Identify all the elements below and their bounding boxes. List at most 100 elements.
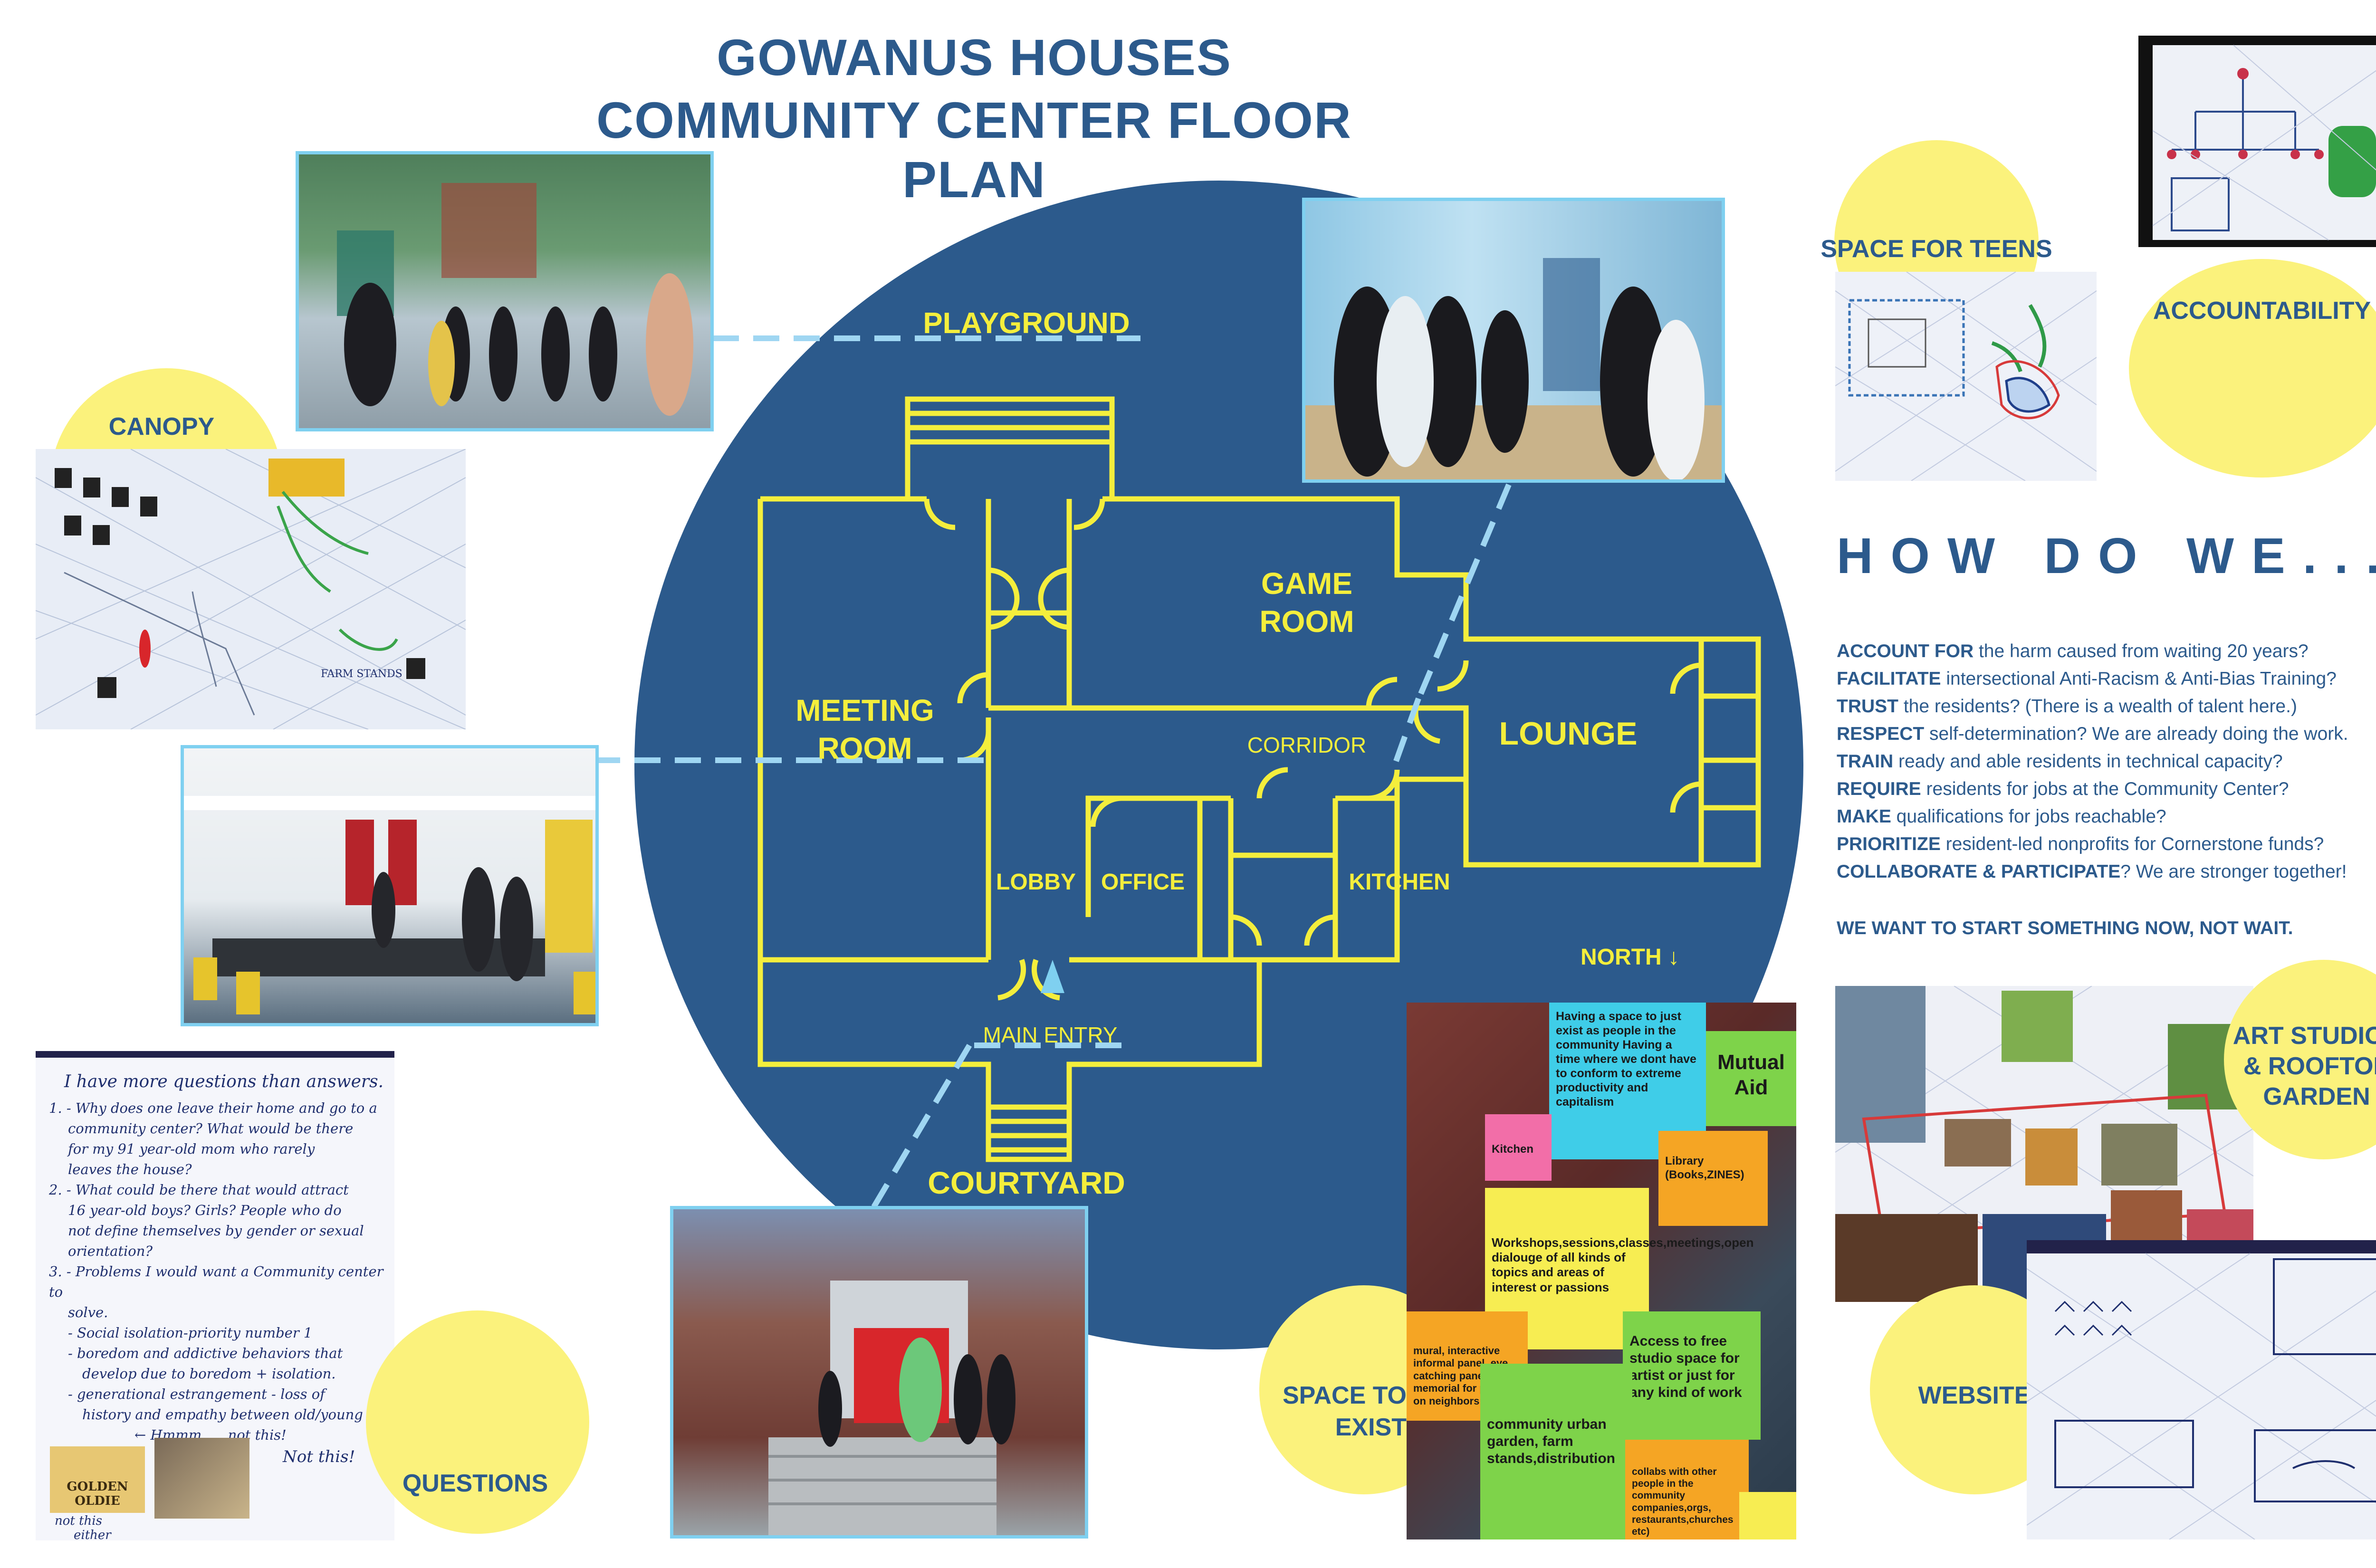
label-courtyard: COURTYARD [928, 1165, 1125, 1200]
label-meeting-room-2: ROOM [817, 731, 912, 765]
questions-header: I have more questions than answers. [64, 1072, 384, 1091]
art-circle [2224, 960, 2376, 1159]
how-item: TRAIN ready and able residents in techni… [1837, 748, 2376, 775]
not-this-either-1: not this [55, 1514, 102, 1528]
how-list: ACCOUNT FOR the harm caused from waiting… [1837, 638, 2376, 886]
label-kitchen: KITCHEN [1349, 870, 1450, 895]
questions-circle [366, 1310, 589, 1534]
theme-website: WEBSITE [1918, 1382, 2031, 1409]
label-office: OFFICE [1101, 870, 1185, 895]
photo-courtyard [670, 1206, 1088, 1539]
office-photo-card [154, 1438, 249, 1519]
theme-art-1: ART STUDIOS [2232, 1022, 2376, 1050]
label-main-entry: MAIN ENTRY [983, 1023, 1118, 1047]
question-line: for my 91 year-old mom who rarely [68, 1141, 315, 1157]
accountability-circle [2129, 259, 2376, 478]
photo-meeting-room [181, 745, 599, 1026]
sticky-mutual-aid: Mutual Aid [1706, 1031, 1796, 1126]
question-line: - Social isolation-priority number 1 [68, 1325, 313, 1341]
how-closing: WE WANT TO START SOMETHING NOW, NOT WAIT… [1837, 918, 2293, 938]
sticky-library: Library (Books,ZINES) [1658, 1131, 1768, 1226]
how-item-text: qualifications for jobs reachable? [1891, 806, 2166, 827]
photo-corridor [1302, 198, 1725, 483]
theme-questions: QUESTIONS [402, 1470, 548, 1497]
questions-lines: 1. - Why does one leave their home and g… [49, 1098, 391, 1445]
question-line: 3. - Problems I would want a Community c… [49, 1263, 383, 1300]
how-item: TRUST the residents? (There is a wealth … [1837, 693, 2376, 720]
how-item-text: the residents? (There is a wealth of tal… [1898, 696, 2297, 717]
how-item-verb: MAKE [1837, 806, 1891, 827]
how-item-text: self-determination? We are already doing… [1924, 724, 2348, 744]
how-item: RESPECT self-determination? We are alrea… [1837, 720, 2376, 748]
label-north: NORTH ↓ [1581, 945, 1679, 970]
theme-exist-2: EXIST [1335, 1414, 1407, 1441]
how-item: REQUIRE residents for jobs at the Commun… [1837, 775, 2376, 803]
label-playground: PLAYGROUND [923, 307, 1130, 340]
question-line: orientation? [68, 1243, 153, 1259]
label-corridor: CORRIDOR [1247, 733, 1367, 757]
theme-space-for-teens: SPACE FOR TEENS [1820, 235, 2052, 263]
theme-canopy: CANOPY [108, 413, 215, 440]
how-item-verb: PRIORITIZE [1837, 834, 1941, 854]
label-lobby: LOBBY [996, 870, 1076, 895]
golden-text-2: OLDIE [75, 1494, 120, 1508]
golden-oldie-card: GOLDEN OLDIE [50, 1446, 145, 1513]
label-game-room-1: GAME [1261, 566, 1352, 601]
question-line: solve. [68, 1304, 108, 1320]
sticky-kitchen: Kitchen [1485, 1114, 1552, 1181]
how-item-text: ready and able residents in technical ca… [1893, 751, 2283, 772]
how-item-verb: REQUIRE [1837, 779, 1921, 799]
how-item-verb: COLLABORATE & PARTICIPATE [1837, 861, 2121, 882]
how-item-text: the harm caused from waiting 20 years? [1974, 641, 2309, 661]
how-item-verb: ACCOUNT FOR [1837, 641, 1974, 661]
not-this-text: Not this! [283, 1447, 355, 1466]
title-line-1: GOWANUS HOUSES [716, 29, 1232, 86]
how-item-text: ? We are stronger together! [2120, 861, 2347, 882]
sticky-garden: community urban garden, farm stands,dist… [1480, 1364, 1632, 1539]
accountability-sketch [2138, 36, 2376, 247]
sticky-yellow-corner [1739, 1492, 1796, 1539]
question-line: history and empathy between old/young [82, 1406, 363, 1423]
how-item: ACCOUNT FOR the harm caused from waiting… [1837, 638, 2376, 665]
sticky-board: Having a space to just exist as people i… [1407, 1003, 1796, 1539]
theme-art-3: GARDEN [2263, 1083, 2370, 1110]
how-item-verb: TRAIN [1837, 751, 1894, 772]
label-lounge: LOUNGE [1499, 716, 1638, 752]
questions-sheet: I have more questions than answers. 1. -… [36, 1051, 394, 1540]
sticky-studio: Access to free studio space for artist o… [1623, 1311, 1761, 1440]
title-line-2: COMMUNITY CENTER FLOOR PLAN [596, 91, 1352, 208]
question-line: 16 year-old boys? Girls? People who do [68, 1202, 342, 1218]
question-line: - boredom and addictive behaviors that [68, 1345, 343, 1361]
question-line: - generational estrangement - loss of [68, 1386, 325, 1402]
website-sketch [2027, 1240, 2376, 1539]
question-line: 2. - What could be there that would attr… [49, 1182, 349, 1198]
label-meeting-room-1: MEETING [795, 693, 934, 727]
theme-art-2: & ROOFTOP [2243, 1052, 2376, 1080]
art-studios-collage [1835, 986, 2253, 1302]
teens-sketch [1835, 272, 2097, 481]
sticky-collabs: collabs with other people in the communi… [1625, 1440, 1749, 1539]
how-item-text: residents for jobs at the Community Cent… [1921, 779, 2289, 799]
golden-text: GOLDEN [67, 1480, 128, 1494]
how-heading: HOW DO WE... [1837, 528, 2376, 584]
how-item-verb: TRUST [1837, 696, 1898, 717]
how-item-text: resident-led nonprofits for Cornerstone … [1940, 834, 2324, 854]
photo-playground [296, 151, 714, 431]
theme-exist-1: SPACE TO [1282, 1382, 1407, 1409]
label-game-room-2: ROOM [1259, 604, 1354, 639]
not-this-either-2: either [74, 1528, 111, 1540]
how-item-text: intersectional Anti-Racism & Anti-Bias T… [1941, 669, 2337, 689]
how-item: PRIORITIZE resident-led nonprofits for C… [1837, 831, 2376, 858]
theme-accountability: ACCOUNTABILITY [2153, 297, 2371, 325]
svg-text:FARM STANDS: FARM STANDS [321, 668, 402, 680]
question-line: community center? What would be there [68, 1120, 354, 1137]
question-line: develop due to boredom + isolation. [82, 1366, 336, 1382]
canopy-sketch: FARM STANDS [36, 449, 466, 729]
how-item-verb: FACILITATE [1837, 669, 1941, 689]
question-line: 1. - Why does one leave their home and g… [49, 1100, 377, 1116]
question-line: leaves the house? [68, 1161, 192, 1177]
question-line: not define themselves by gender or sexua… [68, 1223, 364, 1239]
how-item: COLLABORATE & PARTICIPATE? We are strong… [1837, 858, 2376, 886]
sticky-workshops: Workshops,sessions,classes,meetings,open… [1485, 1188, 1754, 1349]
